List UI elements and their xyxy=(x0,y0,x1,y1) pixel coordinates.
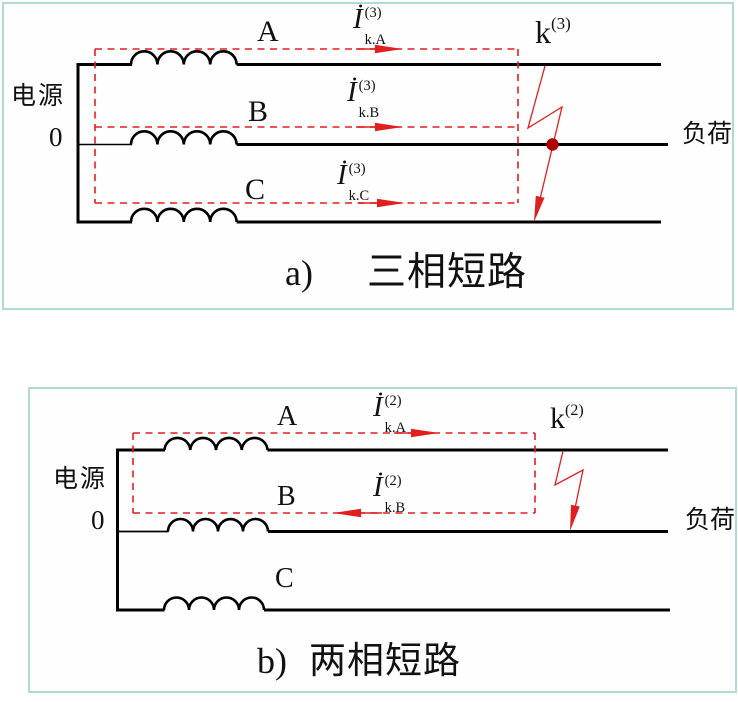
panel-two-phase xyxy=(28,387,737,693)
fault-point-label-a: k(3) xyxy=(535,14,571,50)
current-scripts: (2) k.B xyxy=(385,474,406,515)
inductor-coil-a xyxy=(129,50,238,65)
circuit-a xyxy=(76,44,668,224)
fault-bolt-a xyxy=(526,65,563,198)
current-label-kb2: İ (2) k.B xyxy=(373,471,406,515)
current-label-kb3: İ (3) k.B xyxy=(347,76,380,120)
current-symbol: İ xyxy=(337,159,347,191)
neutral-label-b: 0 xyxy=(91,505,105,535)
current-superscript: (2) xyxy=(384,393,402,409)
current-superscript: (3) xyxy=(348,161,366,177)
inductor-coil-c-b xyxy=(162,596,266,611)
load-label-b: 负荷 xyxy=(685,507,736,534)
panel-three-phase xyxy=(2,2,734,310)
phase-c-label-b: C xyxy=(275,563,294,594)
circuit-b xyxy=(116,428,670,612)
current-arrows-a xyxy=(356,44,405,208)
caption-b-text: 两相短路 xyxy=(309,641,461,682)
current-superscript: (3) xyxy=(364,5,382,21)
fault-point-label-b: k(2) xyxy=(550,402,584,435)
source-label-a: 电源 xyxy=(11,83,66,110)
phase-a-label: A xyxy=(257,15,279,48)
phase-a-label-b: A xyxy=(277,401,298,432)
fault-dot xyxy=(546,138,559,151)
caption-a: a) 三相短路 xyxy=(285,253,527,292)
current-subscript: k.B xyxy=(358,104,380,121)
phase-b-label: B xyxy=(248,95,269,128)
load-label-a: 负荷 xyxy=(682,121,733,148)
inductor-coil-a-b xyxy=(163,436,269,451)
short-circuit-loop-b xyxy=(132,432,536,514)
current-subscript: k.A xyxy=(364,31,387,48)
current-arrowhead-a3 xyxy=(377,198,405,208)
caption-a-letter: a) xyxy=(285,253,313,293)
neutral-label-a: 0 xyxy=(49,122,63,152)
current-symbol: İ xyxy=(373,391,383,423)
current-superscript: (3) xyxy=(358,78,376,94)
current-scripts: (3) k.A xyxy=(365,6,386,47)
current-label-ka3: İ (3) k.A xyxy=(353,3,386,47)
current-scripts: (2) k.A xyxy=(385,394,406,435)
fault-bolt-arrowhead-b xyxy=(570,504,580,531)
inductor-coil-b xyxy=(129,130,238,145)
phase-b-label-b: B xyxy=(277,481,296,512)
caption-b-letter: b) xyxy=(257,641,287,681)
current-subscript: k.B xyxy=(384,499,406,516)
fault-k: k xyxy=(550,402,565,435)
current-scripts: (3) k.B xyxy=(359,79,380,120)
current-arrows-b xyxy=(333,428,439,518)
current-label-kc3: İ (3) k.C xyxy=(337,159,370,203)
current-subscript: k.A xyxy=(384,419,407,436)
fault-bolt-b xyxy=(554,450,584,507)
current-arrowhead-a2 xyxy=(375,122,403,132)
source-label-b: 电源 xyxy=(53,466,108,493)
current-arrowhead-b2 xyxy=(333,508,361,518)
fault-k-sup: (2) xyxy=(565,402,584,419)
inductor-coil-c xyxy=(129,207,238,223)
phase-c-label: C xyxy=(245,173,266,206)
caption-a-text: 三相短路 xyxy=(366,251,527,294)
current-label-ka2: İ (2) k.A xyxy=(373,391,406,435)
current-arrowhead-b1 xyxy=(411,428,439,438)
short-circuit-loop-a xyxy=(94,48,519,204)
current-superscript: (2) xyxy=(384,473,402,489)
inductor-coil-b-b xyxy=(166,517,270,532)
current-arrowhead-a1 xyxy=(375,44,403,54)
current-symbol: İ xyxy=(347,76,357,108)
fault-k: k xyxy=(535,14,551,50)
fault-k-sup: (3) xyxy=(551,14,571,33)
caption-b: b) 两相短路 xyxy=(257,643,461,680)
current-symbol: İ xyxy=(353,3,363,35)
fault-bolt-arrowhead-a xyxy=(534,195,545,222)
current-subscript: k.C xyxy=(348,187,370,204)
current-symbol: İ xyxy=(373,471,383,503)
current-scripts: (3) k.C xyxy=(349,162,370,203)
